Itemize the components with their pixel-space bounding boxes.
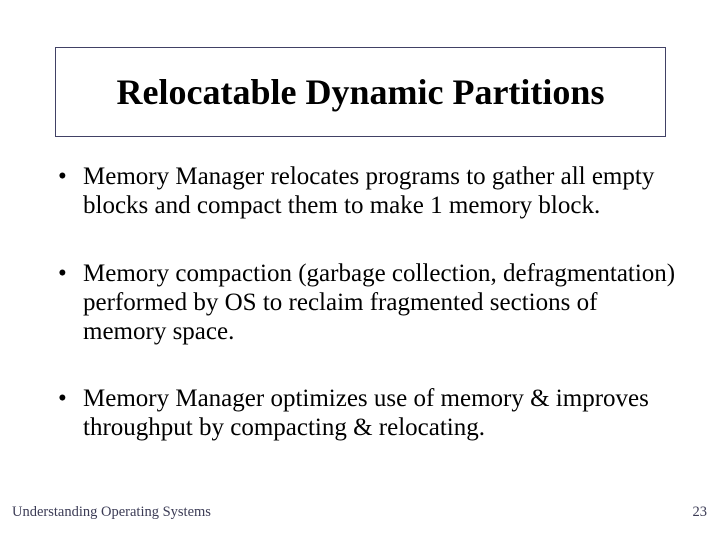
bullet-line: Memory Manager optimizes use of memory &…: [83, 385, 649, 412]
bullet-item: • Memory Manager optimizes use of memory…: [58, 384, 649, 442]
footer-title: Understanding Operating Systems: [12, 504, 211, 520]
bullet-marker: •: [58, 163, 67, 190]
bullet-marker: •: [58, 385, 67, 412]
bullet-line: performed by OS to reclaim fragmented se…: [83, 289, 598, 316]
page-number: 23: [692, 504, 708, 520]
bullet-line: Memory Manager relocates programs to gat…: [83, 163, 655, 190]
bullet-item: • Memory compaction (garbage collection,…: [58, 259, 675, 346]
page-title: Relocatable Dynamic Partitions: [116, 72, 605, 112]
bullet-item: • Memory Manager relocates programs to g…: [58, 162, 654, 220]
bullet-line: throughput by compacting & relocating.: [83, 414, 485, 441]
bullet-line: blocks and compact them to make 1 memory…: [83, 192, 601, 219]
bullet-line: Memory compaction (garbage collection, d…: [83, 260, 676, 287]
title-box: Relocatable Dynamic Partitions: [55, 47, 666, 137]
bullet-line: memory space.: [83, 318, 235, 345]
bullet-marker: •: [58, 260, 67, 287]
